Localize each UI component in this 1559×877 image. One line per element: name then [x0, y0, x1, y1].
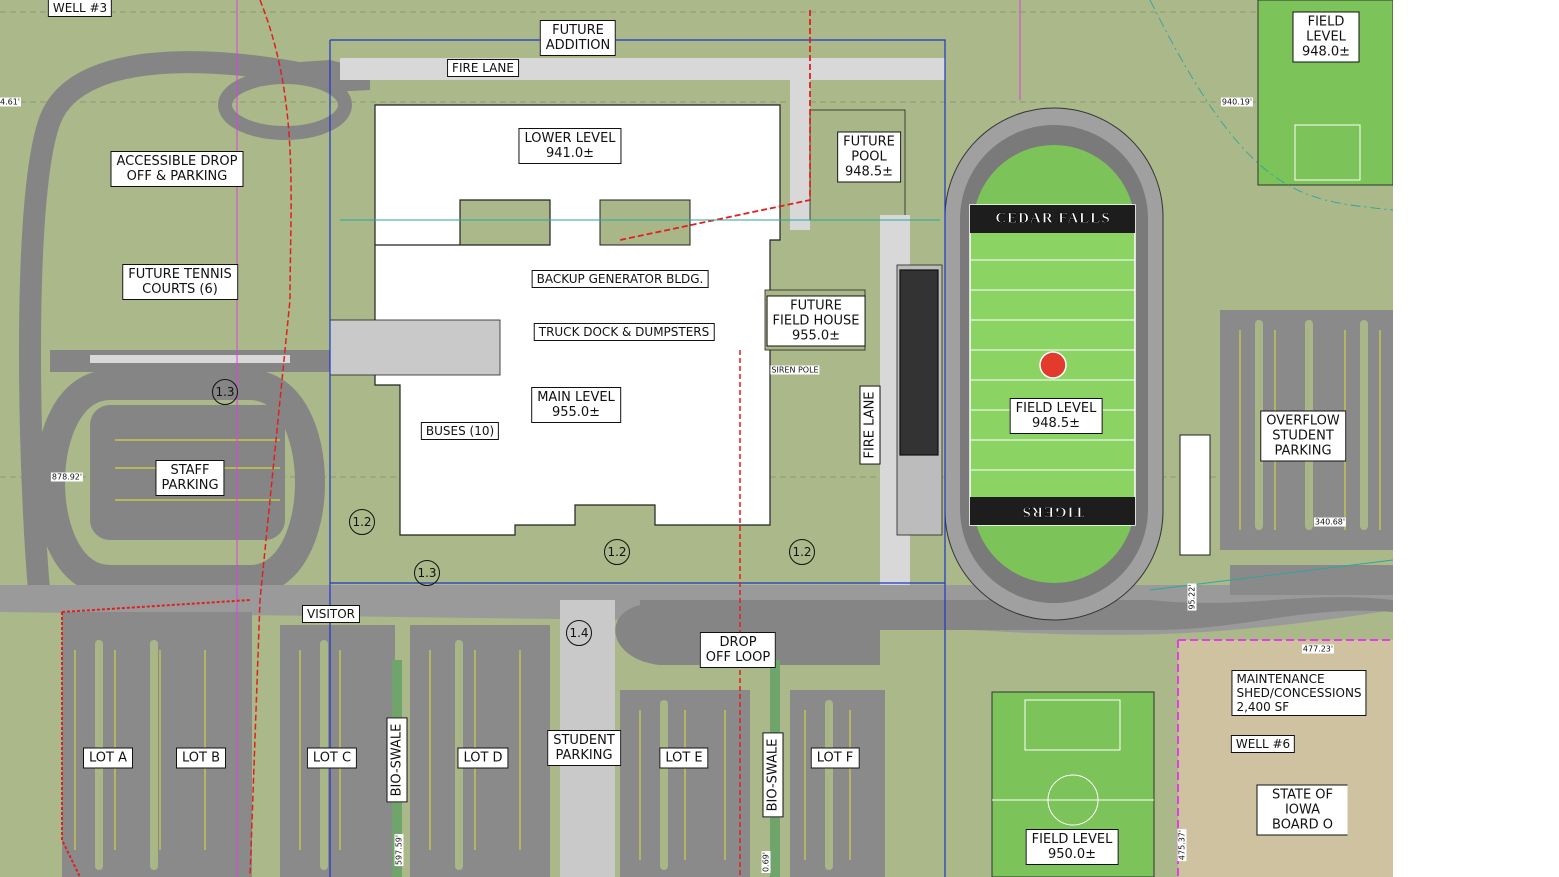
staff-lot-ring — [35, 370, 325, 595]
future-addition-label: FUTURE ADDITION — [539, 20, 617, 56]
lot-d-label: LOT D — [457, 747, 509, 769]
maintenance-shed-label: MAINTENANCE SHED/CONCESSIONS 2,400 SF — [1231, 670, 1367, 716]
fire-lane-top-strip — [340, 58, 945, 80]
staff-parking-label: STAFF PARKING — [155, 460, 225, 496]
grade-badge: 1.2 — [604, 539, 630, 565]
dimension-label: 95.22' — [1187, 583, 1197, 611]
dimension-label: 940.19' — [1220, 97, 1254, 107]
stadium-field-level-label: FIELD LEVEL 948.5± — [1009, 398, 1103, 434]
bio-swale-2-label: BIO-SWALE — [762, 732, 784, 818]
visitor-label: VISITOR — [301, 605, 361, 623]
site-plan: WELL #3 FUTURE ADDITION FIRE LANE FIELD … — [0, 0, 1393, 877]
future-pool-label: FUTURE POOL 948.5± — [837, 131, 901, 183]
lot-b-label: LOT B — [175, 747, 227, 769]
yard-lines — [970, 259, 1135, 471]
backup-generator-label: BACKUP GENERATOR BLDG. — [531, 270, 709, 288]
state-of-iowa-label: STATE OF IOWA BOARD O — [1256, 784, 1348, 836]
well-6-label: WELL #6 — [1230, 735, 1296, 753]
grade-badge: 1.2 — [789, 539, 815, 565]
road-loop-west — [19, 51, 333, 602]
main-level-label: MAIN LEVEL 955.0± — [531, 387, 621, 423]
field-level-top-label: FIELD LEVEL 948.0± — [1292, 11, 1360, 63]
drop-off-loop-label: DROP OFF LOOP — [699, 632, 777, 668]
grade-badge: 1.4 — [566, 620, 592, 646]
lot-f-label: LOT F — [810, 747, 860, 769]
dimension-label: 475.37' — [1177, 828, 1187, 862]
dimension-label: 0.69' — [761, 850, 771, 874]
buses-label: BUSES (10) — [420, 422, 500, 440]
dimension-label: 597.59' — [394, 833, 404, 867]
lower-level-label: LOWER LEVEL 941.0± — [518, 128, 622, 164]
field-level-bottom-label: FIELD LEVEL 950.0± — [1025, 829, 1119, 865]
truck-dock-label: TRUCK DOCK & DUMPSTERS — [533, 323, 715, 341]
east-lot-surface — [1230, 565, 1393, 595]
dimension-label: 878.92' — [50, 472, 84, 482]
endzone-north — [970, 205, 1135, 233]
stadium-name-north: CEDAR FALLS — [995, 210, 1111, 227]
lot-e-label: LOT E — [659, 747, 709, 769]
dimension-label: 340.68' — [1313, 517, 1347, 527]
bio-swale-1-label: BIO-SWALE — [386, 717, 408, 803]
well-3-label: WELL #3 — [47, 0, 113, 17]
site-plan-drawing — [0, 0, 1393, 877]
truck-dock-area — [329, 319, 501, 376]
lot-a-label: LOT A — [83, 747, 133, 769]
stadium-name-south: TIGERS — [1021, 503, 1085, 520]
fire-lane-vertical-label: FIRE LANE — [859, 385, 881, 465]
grade-badge: 1.3 — [414, 560, 440, 586]
utility-lines — [61, 0, 1393, 877]
grade-badge: 1.2 — [349, 509, 375, 535]
dimension-label: 4.61' — [0, 97, 22, 107]
lot-c-label: LOT C — [306, 747, 358, 769]
siren-pole-label: SIREN POLE — [770, 365, 820, 375]
lot-f-surface — [790, 690, 885, 877]
midfield-logo — [1039, 351, 1067, 379]
accessible-drop-pocket — [218, 70, 352, 140]
student-parking-label: STUDENT PARKING — [547, 730, 621, 766]
dimension-label: 477.23' — [1301, 644, 1335, 654]
endzone-south — [970, 497, 1135, 525]
accessible-drop-off-label: ACCESSIBLE DROP OFF & PARKING — [110, 151, 244, 187]
maintenance-shed — [1179, 434, 1211, 556]
overflow-parking-label: OVERFLOW STUDENT PARKING — [1260, 410, 1346, 462]
grandstand-seats — [899, 269, 939, 456]
future-field-house-label: FUTURE FIELD HOUSE 955.0± — [766, 295, 866, 347]
grade-badge: 1.3 — [212, 379, 238, 405]
fire-lane-top-label: FIRE LANE — [447, 59, 519, 77]
future-tennis-label: FUTURE TENNIS COURTS (6) — [122, 264, 238, 300]
